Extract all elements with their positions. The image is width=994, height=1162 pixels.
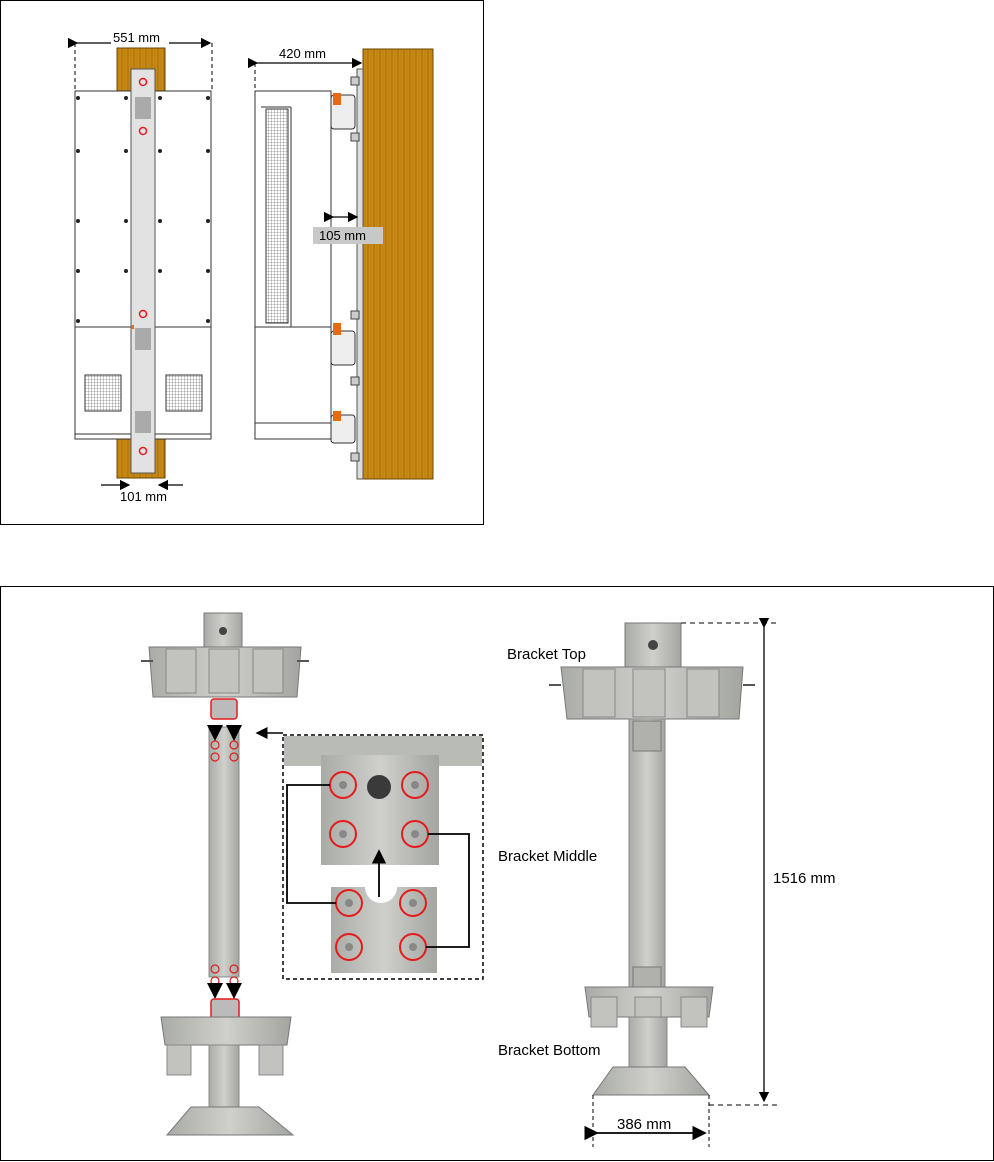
dimension-drawing-panel: 551 mm 101 mm (0, 0, 484, 525)
base-width-label: 386 mm (617, 1116, 671, 1133)
gap-label: 105 mm (319, 228, 366, 243)
bracket-assembly-panel: Bracket Top Bracket Middle Bracket Botto… (0, 586, 994, 1161)
bracket-assembly-drawing: Bracket Top Bracket Middle Bracket Botto… (1, 587, 994, 1162)
bracket-bottom-label: Bracket Bottom (498, 1042, 601, 1059)
height-label: 1516 mm (773, 870, 836, 887)
front-width-label: 551 mm (113, 30, 160, 45)
detail-inset (283, 735, 483, 979)
front-view: 551 mm 101 mm (75, 30, 212, 504)
side-depth-label: 420 mm (279, 46, 326, 61)
bracket-middle-label: Bracket Middle (498, 848, 597, 865)
bracket-width-label: 101 mm (120, 489, 167, 504)
bracket-top-label: Bracket Top (507, 646, 586, 663)
inverter-dimension-drawing: 551 mm 101 mm (1, 1, 485, 526)
side-view: 420 mm 105 mm (255, 46, 433, 479)
